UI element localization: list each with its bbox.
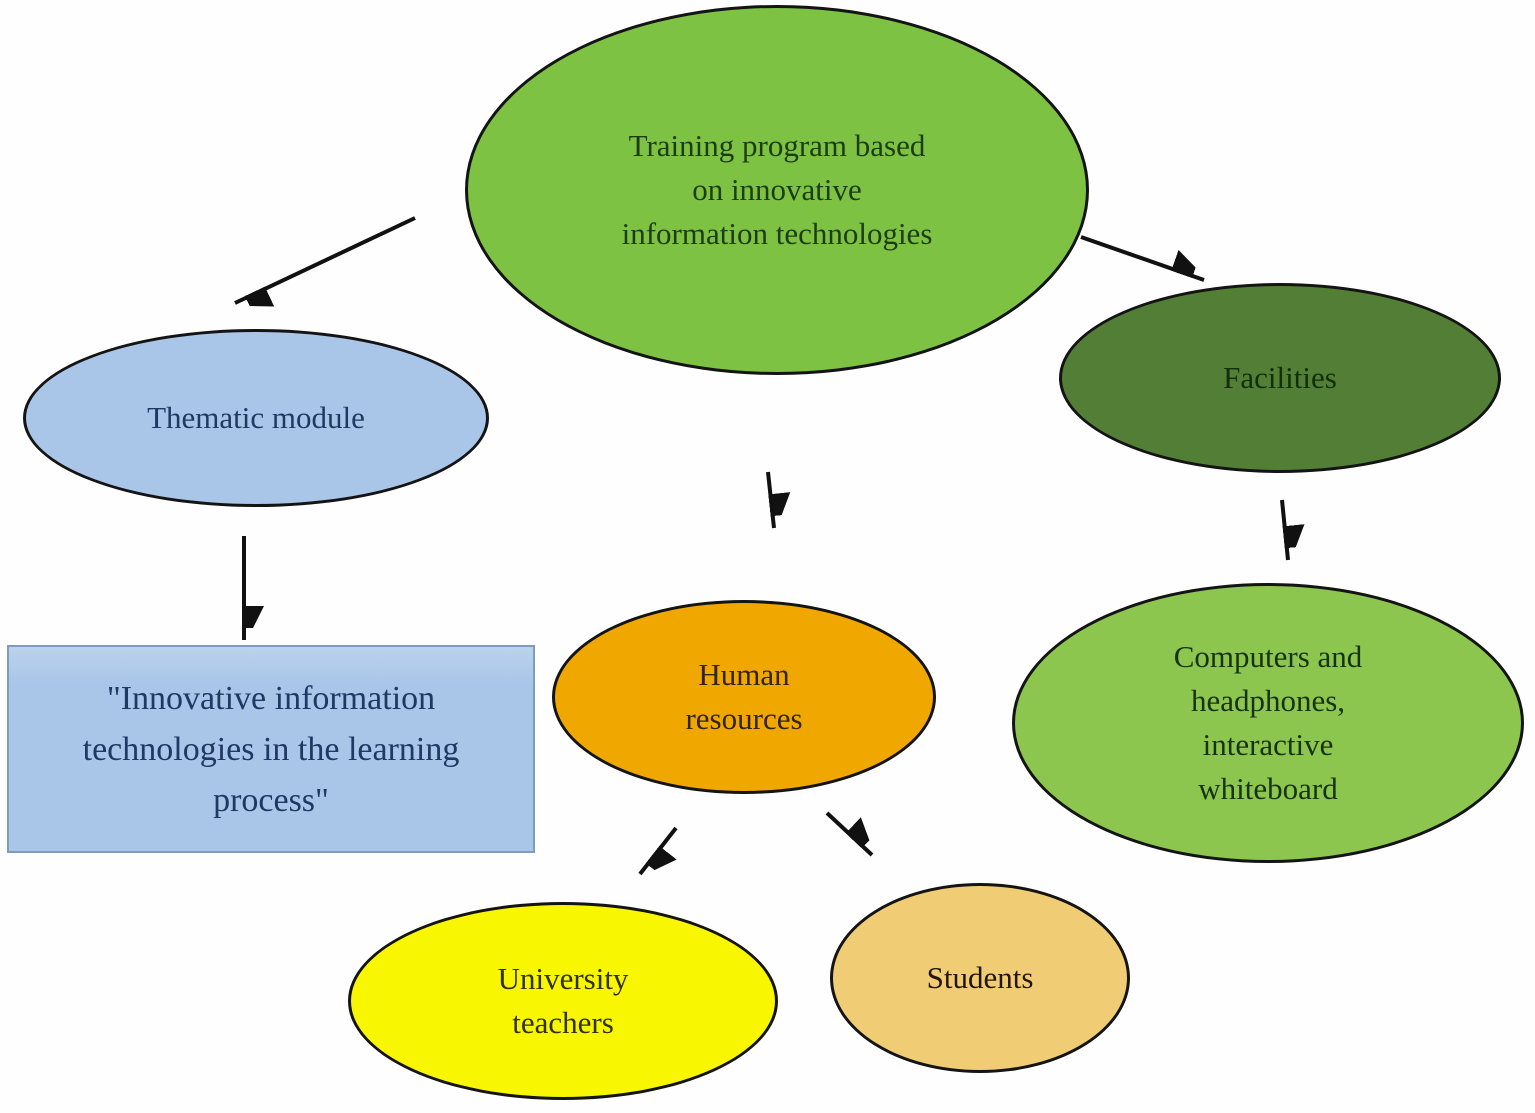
edge-facilities-to-computers (1280, 499, 1288, 561)
edge-training-to-human-resources (766, 471, 774, 529)
node-innovative-module-topic: "Innovative information technologies in … (7, 645, 535, 853)
node-label: Training program based on innovative inf… (621, 127, 933, 251)
edge-training-to-facilities (1080, 235, 1205, 282)
node-human-resources: Human resources (552, 600, 936, 794)
node-thematic-module: Thematic module (23, 329, 489, 507)
node-label: Thematic module (147, 399, 365, 435)
edge-training-to-thematic (234, 216, 416, 303)
node-label: Human resources (685, 656, 803, 736)
node-students: Students (830, 883, 1130, 1073)
node-facilities: Facilities (1059, 283, 1501, 473)
node-label: "Innovative information technologies in … (82, 679, 460, 819)
node-training-program: Training program based on innovative inf… (465, 5, 1089, 375)
node-label: Students (926, 959, 1034, 995)
node-label: Facilities (1223, 359, 1337, 395)
edge-human-to-teachers (638, 826, 678, 874)
node-university-teachers: University teachers (348, 902, 778, 1100)
edge-human-to-students (825, 811, 872, 857)
node-label: University teachers (497, 960, 629, 1040)
node-label: Computers and headphones, interactive wh… (1173, 638, 1363, 807)
node-computers-headphones-whiteboard: Computers and headphones, interactive wh… (1012, 583, 1524, 863)
